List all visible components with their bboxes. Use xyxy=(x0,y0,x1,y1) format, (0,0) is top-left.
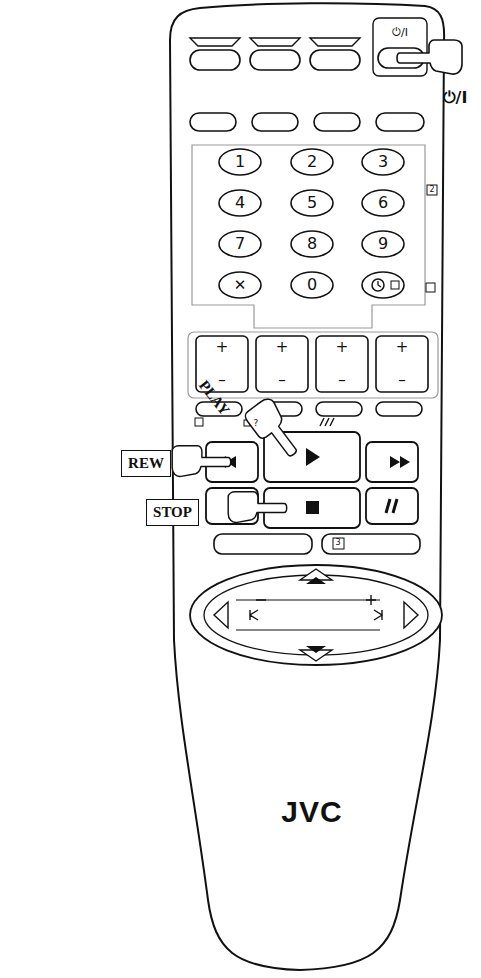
callout-label: STOP xyxy=(153,504,192,521)
plus-sign: + xyxy=(216,340,229,355)
key-number: 2 xyxy=(307,154,317,170)
callout-label: ⏻/I xyxy=(443,90,468,106)
key-number: 4 xyxy=(235,195,245,211)
plus-sign: + xyxy=(336,340,349,355)
callout-box: REW xyxy=(121,450,171,477)
callout-number: 3 xyxy=(335,539,340,547)
plus-sign: + xyxy=(396,340,409,355)
minus-sign: – xyxy=(278,373,286,388)
plus-sign: + xyxy=(276,340,289,355)
key-number: 9 xyxy=(378,236,388,252)
key-number: 0 xyxy=(307,277,317,293)
button-label: ⏻/I xyxy=(392,27,408,38)
key-number: 8 xyxy=(307,236,317,252)
key-number: 5 xyxy=(307,195,317,211)
minus-sign: – xyxy=(338,373,346,388)
minus-sign: – xyxy=(218,373,226,388)
minus-sign: – xyxy=(398,373,406,388)
key-number: 6 xyxy=(378,195,388,211)
callout-number: 2 xyxy=(429,186,434,194)
key-number: 3 xyxy=(378,154,388,170)
key-number: 1 xyxy=(235,154,245,170)
callout-box: STOP xyxy=(146,499,199,526)
cancel-key: ✕ xyxy=(234,278,247,293)
key-number: 7 xyxy=(235,236,245,252)
help-mark: ? xyxy=(254,419,259,428)
brand-logo: JVC xyxy=(281,797,342,827)
callout-label: REW xyxy=(128,455,164,472)
